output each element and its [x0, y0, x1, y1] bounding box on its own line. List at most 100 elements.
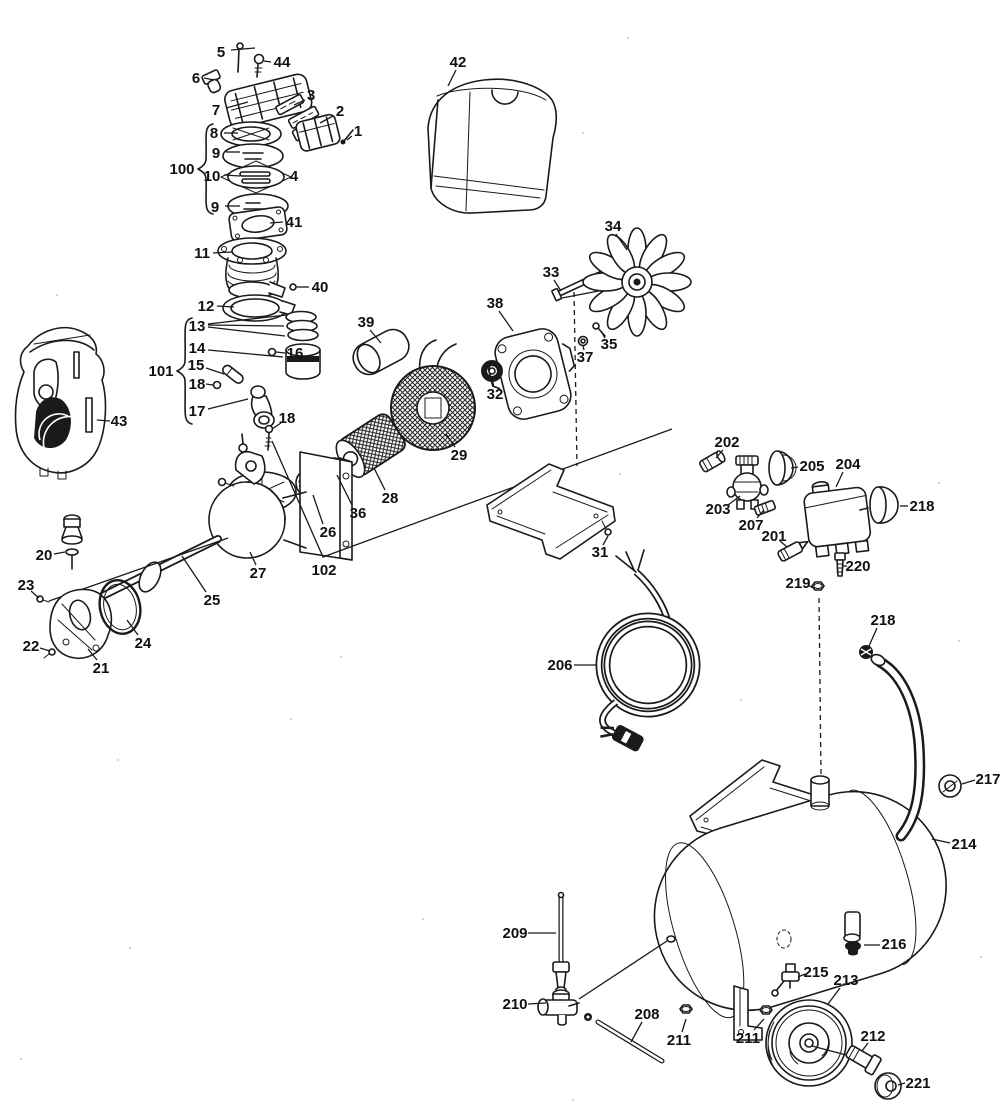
motor-group — [295, 227, 692, 498]
callout-101: 101 — [148, 363, 173, 380]
leader-line-201 — [779, 540, 788, 548]
leader-line-25 — [181, 555, 207, 593]
fitting-6 — [201, 69, 222, 94]
leader-line-212 — [861, 1042, 869, 1052]
leader-line-34 — [615, 233, 628, 251]
callout-2: 2 — [336, 103, 344, 120]
breather-20 — [61, 514, 83, 570]
leader-line-43 — [96, 419, 111, 422]
callout-12: 12 — [198, 298, 215, 315]
tank-drain-hole — [666, 935, 676, 943]
callout-15: 15 — [188, 357, 205, 374]
stator-29 — [390, 365, 476, 451]
handle-218b — [859, 645, 926, 842]
leader-line-217 — [961, 779, 976, 785]
callout-25: 25 — [204, 592, 221, 609]
plug — [600, 725, 644, 752]
leader-13-extra — [207, 314, 287, 337]
callout-20: 20 — [36, 547, 53, 564]
valve-block-2 — [295, 113, 341, 152]
callout-41: 41 — [286, 214, 303, 231]
callout-8: 8 — [210, 125, 218, 142]
callout-40: 40 — [312, 279, 329, 296]
leader-line-39 — [369, 329, 382, 344]
leader-line-15 — [205, 367, 225, 375]
callout-38: 38 — [487, 295, 504, 312]
callout-18: 18 — [189, 376, 206, 393]
callout-44: 44 — [274, 54, 291, 71]
rear-leg — [843, 911, 861, 943]
callout-6: 6 — [192, 70, 200, 87]
leader-line-218 — [868, 627, 878, 647]
nipple-207 — [753, 499, 777, 516]
leader-line-32 — [491, 378, 495, 388]
callout-14: 14 — [189, 340, 206, 357]
callout-16: 16 — [287, 345, 304, 362]
screw-22 — [43, 648, 56, 659]
leader-line-6 — [203, 77, 215, 81]
gauge-218a — [859, 486, 899, 524]
pressure-switch-group — [699, 450, 899, 776]
callout-216: 216 — [881, 936, 906, 953]
callout-209: 209 — [502, 925, 527, 942]
callout-29: 29 — [451, 447, 468, 464]
nut-219 — [811, 581, 825, 591]
end-bell-38 — [487, 328, 576, 420]
leader-line-22 — [39, 647, 51, 652]
leader-line-215 — [797, 973, 806, 978]
check-valve-215 — [771, 963, 800, 997]
retainer-clip-18a — [212, 380, 222, 390]
callout-208: 208 — [634, 1006, 659, 1023]
safety-valve-201 — [777, 540, 809, 562]
callout-11: 11 — [194, 245, 210, 262]
cylinder-head-stack — [201, 42, 354, 451]
callout-39: 39 — [358, 314, 375, 331]
axle-bolt-212 — [845, 1045, 882, 1076]
leader-line-202 — [715, 449, 724, 459]
leader-line-18 — [271, 422, 282, 430]
pump-cylinder-27 — [208, 481, 307, 559]
callout-221: 221 — [905, 1075, 930, 1092]
leader-line-42 — [447, 69, 457, 87]
callout-32: 32 — [487, 386, 504, 403]
callout-17: 17 — [189, 403, 206, 420]
callout-4: 4 — [290, 168, 299, 185]
callout-100: 100 — [169, 161, 194, 178]
screw-23 — [36, 595, 50, 603]
callout-23: 23 — [18, 577, 35, 594]
pressure-switch-204 — [803, 481, 872, 558]
leader-line-11 — [212, 251, 233, 254]
axle-line — [811, 1045, 851, 1057]
mounting-plate — [299, 451, 353, 561]
gasket-12 — [222, 294, 296, 322]
leader-line-38 — [498, 310, 514, 332]
clamp-arm — [217, 433, 266, 487]
leader-line-204 — [835, 471, 844, 488]
valve-set-10 — [220, 160, 292, 194]
callout-37: 37 — [577, 349, 594, 366]
leader-line-207 — [756, 509, 765, 519]
washer-37 — [577, 335, 589, 347]
leader-line-37 — [582, 345, 585, 351]
callout-3: 3 — [307, 87, 315, 104]
nut-211b — [759, 1005, 773, 1015]
callout-202: 202 — [714, 434, 739, 451]
callout-212: 212 — [860, 1028, 885, 1045]
callout-211: 211 — [736, 1030, 760, 1047]
callout-215: 215 — [803, 964, 828, 981]
regulator-203 — [726, 455, 769, 510]
scan-noise — [20, 37, 982, 1101]
valve-plate-9a — [222, 143, 284, 169]
flange-nut-217 — [938, 774, 962, 798]
bolt-18b — [264, 424, 274, 451]
leader-line-211 — [753, 1018, 765, 1031]
callout-35: 35 — [601, 336, 618, 353]
leader-line-213 — [827, 987, 841, 1005]
leader-line-35 — [600, 330, 606, 339]
screw-31 — [601, 520, 612, 536]
bearing-32 — [481, 360, 503, 382]
callout-218: 218 — [870, 612, 895, 629]
drain-tube-209 — [552, 891, 570, 994]
drain-valve-210 — [537, 989, 580, 1026]
